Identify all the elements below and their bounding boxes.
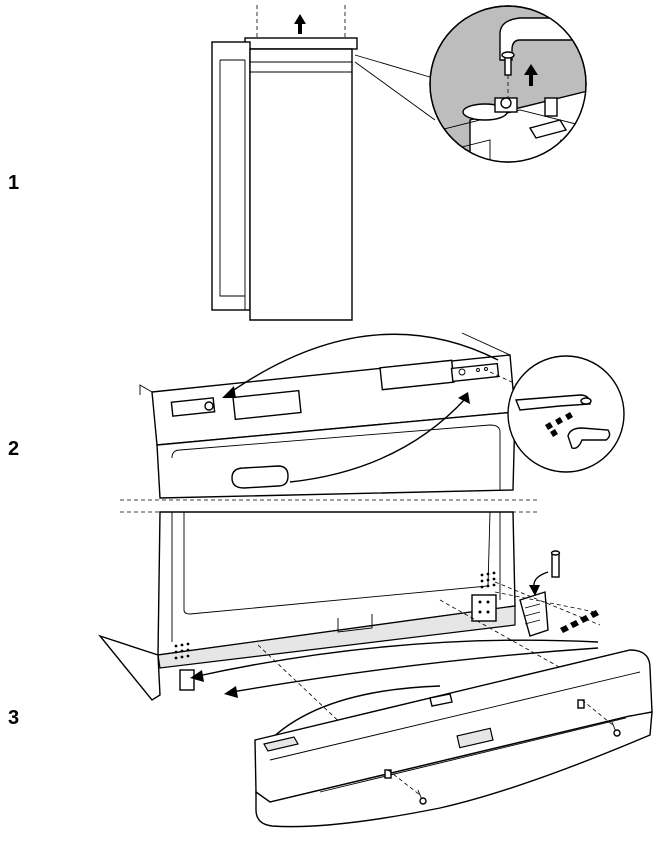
door-body bbox=[249, 48, 353, 321]
transfer-arrow-lower bbox=[231, 647, 599, 693]
transfer-arrow-right bbox=[289, 397, 467, 483]
step-number-3: 3 bbox=[8, 707, 20, 729]
transfer-arrow-upper bbox=[197, 639, 599, 677]
bottom-ledge bbox=[157, 605, 516, 669]
transfer-arrow-handle bbox=[267, 685, 441, 743]
lower-gasket-sides bbox=[171, 512, 501, 642]
callout-leader-top bbox=[354, 54, 441, 81]
align-line-left bbox=[257, 644, 349, 731]
housing-edges bbox=[139, 332, 511, 395]
cover-clip bbox=[567, 427, 611, 450]
left-slot-hole bbox=[204, 401, 214, 411]
mount-hole-3 bbox=[484, 367, 488, 371]
transfer-arrow-left bbox=[227, 333, 499, 395]
ledge-notch bbox=[337, 614, 373, 633]
vent-dots-right bbox=[480, 571, 496, 589]
vent-dots-left bbox=[174, 642, 190, 660]
cabinet-side bbox=[97, 634, 161, 701]
handle-oval bbox=[231, 465, 289, 489]
foot bbox=[179, 669, 195, 691]
left-recess bbox=[232, 389, 302, 421]
screw-guide-b bbox=[494, 591, 596, 613]
cover-clip-hole-right bbox=[577, 699, 585, 709]
callout-leader-bottom bbox=[354, 61, 436, 121]
mount-hole-1 bbox=[458, 368, 466, 376]
step-number-1: 1 bbox=[8, 172, 20, 194]
removed-handle bbox=[263, 736, 299, 752]
step2-illustration bbox=[120, 332, 625, 513]
mount-hole-2 bbox=[476, 368, 480, 372]
screw-icon bbox=[417, 721, 621, 805]
arrow-head-left bbox=[222, 386, 236, 398]
cover-slot bbox=[456, 727, 494, 749]
left-handle-slot bbox=[170, 397, 216, 417]
cover-notch bbox=[429, 693, 453, 707]
arrow-up-icon bbox=[294, 14, 306, 34]
door-top-cap bbox=[244, 37, 358, 50]
screw-icon bbox=[545, 412, 573, 437]
step2-detail-callout bbox=[489, 355, 625, 473]
step1-illustration bbox=[211, 5, 587, 321]
arrow-head-right bbox=[458, 392, 470, 404]
door-top-lines bbox=[250, 61, 352, 73]
cabinet-frame bbox=[211, 41, 251, 311]
step3-illustration bbox=[97, 511, 653, 828]
hinge-plate bbox=[471, 594, 497, 622]
step-number-2: 2 bbox=[8, 438, 20, 460]
arrow-head-upper bbox=[190, 670, 204, 682]
cabinet-inner-edge bbox=[219, 59, 245, 297]
step1-detail-callout bbox=[429, 5, 587, 163]
pin-arrow-head bbox=[529, 585, 540, 596]
plinth-cover bbox=[254, 649, 653, 828]
door-inner-gasket bbox=[171, 424, 501, 490]
lower-gasket-inner bbox=[183, 511, 491, 615]
arrow-head-lower bbox=[224, 686, 238, 698]
screw-icon bbox=[560, 610, 599, 633]
plinth-bracket bbox=[519, 550, 561, 637]
arrow-up-icon bbox=[524, 64, 538, 86]
align-line-right bbox=[439, 599, 601, 691]
screw-guide-a bbox=[494, 581, 601, 626]
